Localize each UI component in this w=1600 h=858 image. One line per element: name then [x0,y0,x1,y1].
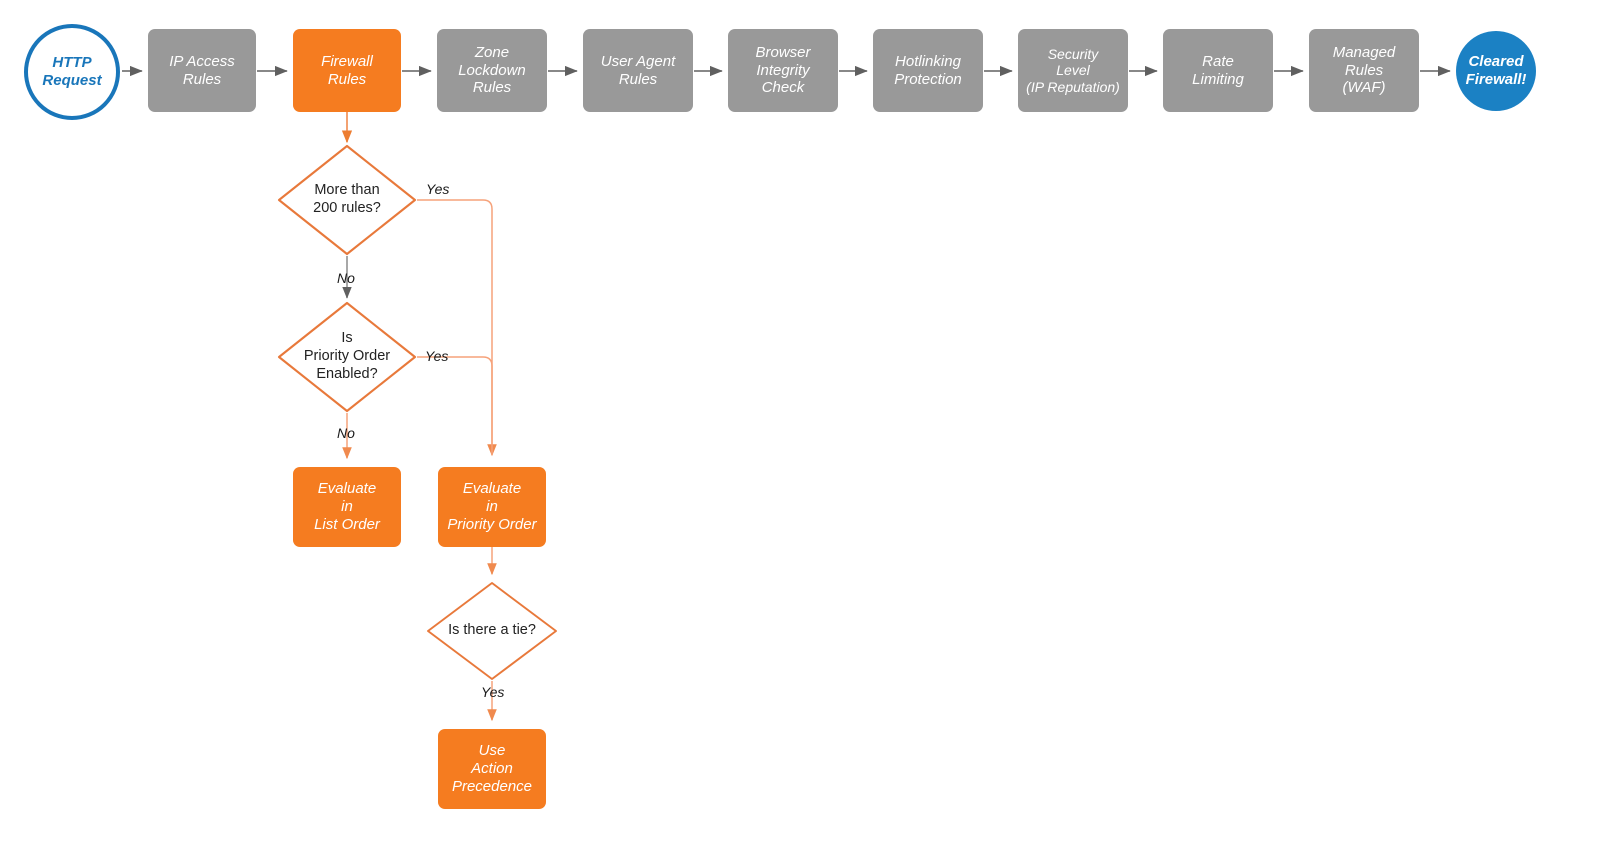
edge-label-yes-more-than-200: Yes [426,181,450,197]
node-user-agent-rules[interactable]: User Agent Rules [583,29,693,112]
node-managed-rules-waf[interactable]: Managed Rules (WAF) [1309,29,1419,112]
decision-is-there-a-tie[interactable]: Is there a tie? [426,581,558,681]
node-ip-access-rules[interactable]: IP Access Rules [148,29,256,112]
diamond-shape-icon [427,582,557,680]
decision-more-than-200-rules[interactable]: More than 200 rules? [277,144,417,256]
node-firewall-rules[interactable]: Firewall Rules [293,29,401,112]
decision-label: More than 200 rules? [313,182,381,216]
node-evaluate-in-list-order[interactable]: Evaluate in List Order [293,467,401,547]
node-zone-lockdown-rules[interactable]: Zone Lockdown Rules [437,29,547,112]
edge-label-no-more-than-200: No [337,270,355,286]
node-browser-integrity-check[interactable]: Browser Integrity Check [728,29,838,112]
diamond-shape-icon [277,144,417,256]
edge-priority-order-yes [417,356,493,455]
edge-more-than-200-yes [417,199,497,457]
node-http-request[interactable]: HTTP Request [24,24,120,120]
edge-label-no-priority-order: No [337,425,355,441]
node-cleared-firewall[interactable]: Cleared Firewall! [1456,31,1536,111]
node-hotlinking-protection[interactable]: Hotlinking Protection [873,29,983,112]
node-rate-limiting[interactable]: Rate Limiting [1163,29,1273,112]
edge-label-yes-priority-order: Yes [425,348,449,364]
diamond-shape-icon [277,301,417,413]
decision-label: Is there a tie? [448,622,536,639]
node-security-level[interactable]: Security Level (IP Reputation) [1018,29,1128,112]
decision-is-priority-order-enabled[interactable]: Is Priority Order Enabled? [277,301,417,413]
node-evaluate-in-priority-order[interactable]: Evaluate in Priority Order [438,467,546,547]
node-use-action-precedence[interactable]: Use Action Precedence [438,729,546,809]
decision-label: Is Priority Order Enabled? [303,330,391,382]
edge-label-yes-is-there-a-tie: Yes [481,684,505,700]
